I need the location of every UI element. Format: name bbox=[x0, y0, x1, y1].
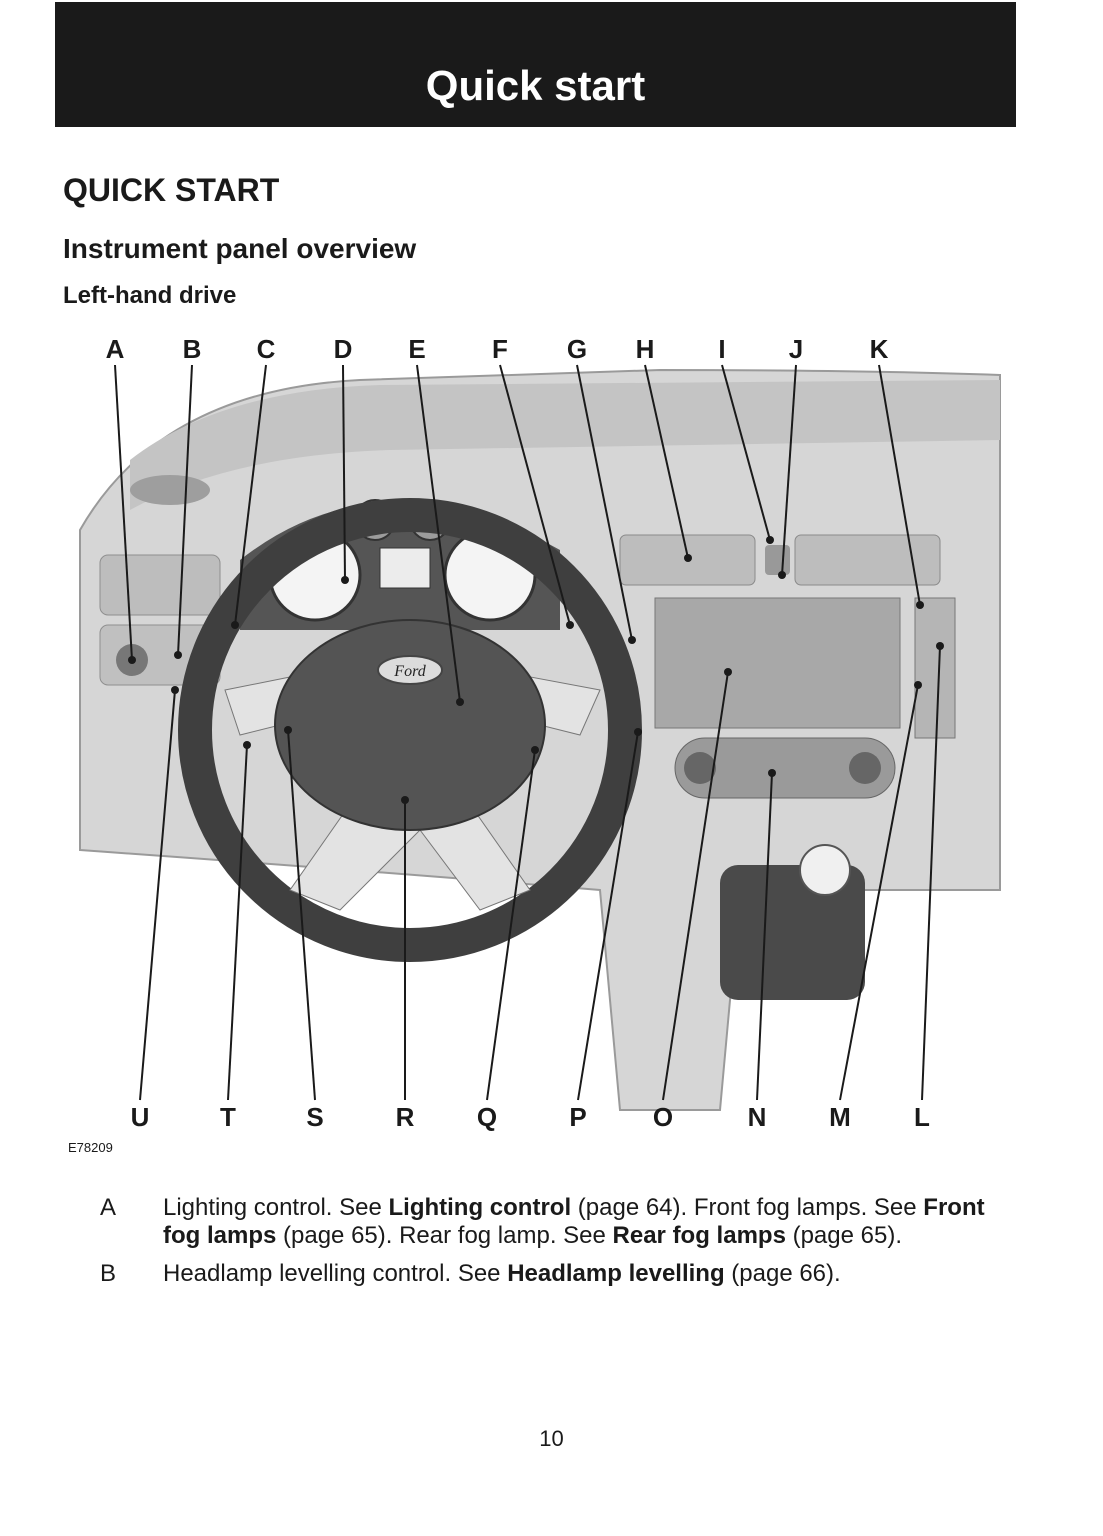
callout-r: R bbox=[396, 1102, 415, 1132]
steering-wheel-rim bbox=[178, 498, 642, 962]
legend-text: Headlamp levelling control. See Headlamp… bbox=[163, 1260, 841, 1287]
callout-o: O bbox=[653, 1102, 673, 1132]
callout-e: E bbox=[408, 334, 425, 364]
section-title: QUICK START bbox=[63, 172, 280, 208]
callout-l: L bbox=[914, 1102, 930, 1132]
ford-logo-text: Ford bbox=[393, 663, 426, 680]
page-number: 10 bbox=[539, 1426, 564, 1451]
leader-endpoints bbox=[128, 536, 944, 804]
cross-reference-link[interactable]: Headlamp levelling bbox=[507, 1260, 725, 1287]
left-side-vent bbox=[99, 554, 221, 616]
bottom-leader-lines bbox=[139, 645, 941, 1101]
legend-text: Lighting control. See Lighting control (… bbox=[163, 1194, 985, 1249]
callout-f: F bbox=[492, 334, 508, 364]
callout-d: D bbox=[334, 334, 353, 364]
bottom-callout-labels: U T S R Q P O N M L bbox=[131, 1102, 930, 1132]
cross-reference-link[interactable]: Lighting control bbox=[388, 1194, 572, 1221]
gear-knob bbox=[799, 844, 851, 896]
callout-n: N bbox=[748, 1102, 767, 1132]
figure-id: E78209 bbox=[68, 1140, 113, 1155]
hazard-switch bbox=[765, 545, 790, 575]
callout-g: G bbox=[567, 334, 587, 364]
callout-h: H bbox=[636, 334, 655, 364]
center-vent-right bbox=[794, 534, 941, 586]
cross-reference-link[interactable]: Rear fog lamps bbox=[612, 1222, 786, 1249]
legend-item-a: A Lighting control. See Lighting control… bbox=[100, 1194, 1010, 1250]
side-switch-panel bbox=[914, 597, 956, 739]
cluster-display bbox=[379, 547, 431, 589]
ford-logo-badge bbox=[377, 655, 443, 685]
header-title: Quick start bbox=[425, 62, 646, 109]
callout-q: Q bbox=[477, 1102, 497, 1132]
top-leader-lines bbox=[114, 364, 921, 703]
top-callout-labels: A B C D E F G H I J K bbox=[106, 334, 889, 364]
climate-control-panel bbox=[674, 737, 896, 799]
cross-reference-link[interactable]: Front fog lamps bbox=[163, 1194, 985, 1249]
legend-list: A Lighting control. See Lighting control… bbox=[100, 1194, 1010, 1298]
callout-i: I bbox=[718, 334, 725, 364]
subsubsection-title: Left-hand drive bbox=[63, 282, 237, 309]
instrument-panel-figure: Ford bbox=[60, 330, 1010, 1150]
callout-j: J bbox=[789, 334, 803, 364]
left-vent bbox=[130, 475, 210, 505]
audio-display-panel bbox=[654, 597, 901, 729]
header-band bbox=[55, 2, 1016, 127]
callout-u: U bbox=[131, 1102, 150, 1132]
subsection-title: Instrument panel overview bbox=[63, 233, 417, 264]
callout-t: T bbox=[220, 1102, 236, 1132]
callout-b: B bbox=[183, 334, 202, 364]
gear-lever-surround bbox=[720, 865, 865, 1000]
legend-letter: A bbox=[100, 1194, 117, 1221]
climate-knob-left bbox=[684, 752, 716, 784]
legend-item-b: B Headlamp levelling control. See Headla… bbox=[100, 1260, 1010, 1288]
callout-s: S bbox=[306, 1102, 323, 1132]
callout-k: K bbox=[870, 334, 889, 364]
callout-m: M bbox=[829, 1102, 851, 1132]
climate-knob-right bbox=[849, 752, 881, 784]
steering-wheel-airbag bbox=[274, 619, 546, 831]
legend-letter: B bbox=[100, 1260, 117, 1287]
callout-p: P bbox=[569, 1102, 586, 1132]
instrument-panel-illustration: Ford bbox=[79, 334, 1001, 1132]
callout-c: C bbox=[257, 334, 276, 364]
callout-a: A bbox=[106, 334, 125, 364]
dashboard-top bbox=[130, 380, 1000, 510]
